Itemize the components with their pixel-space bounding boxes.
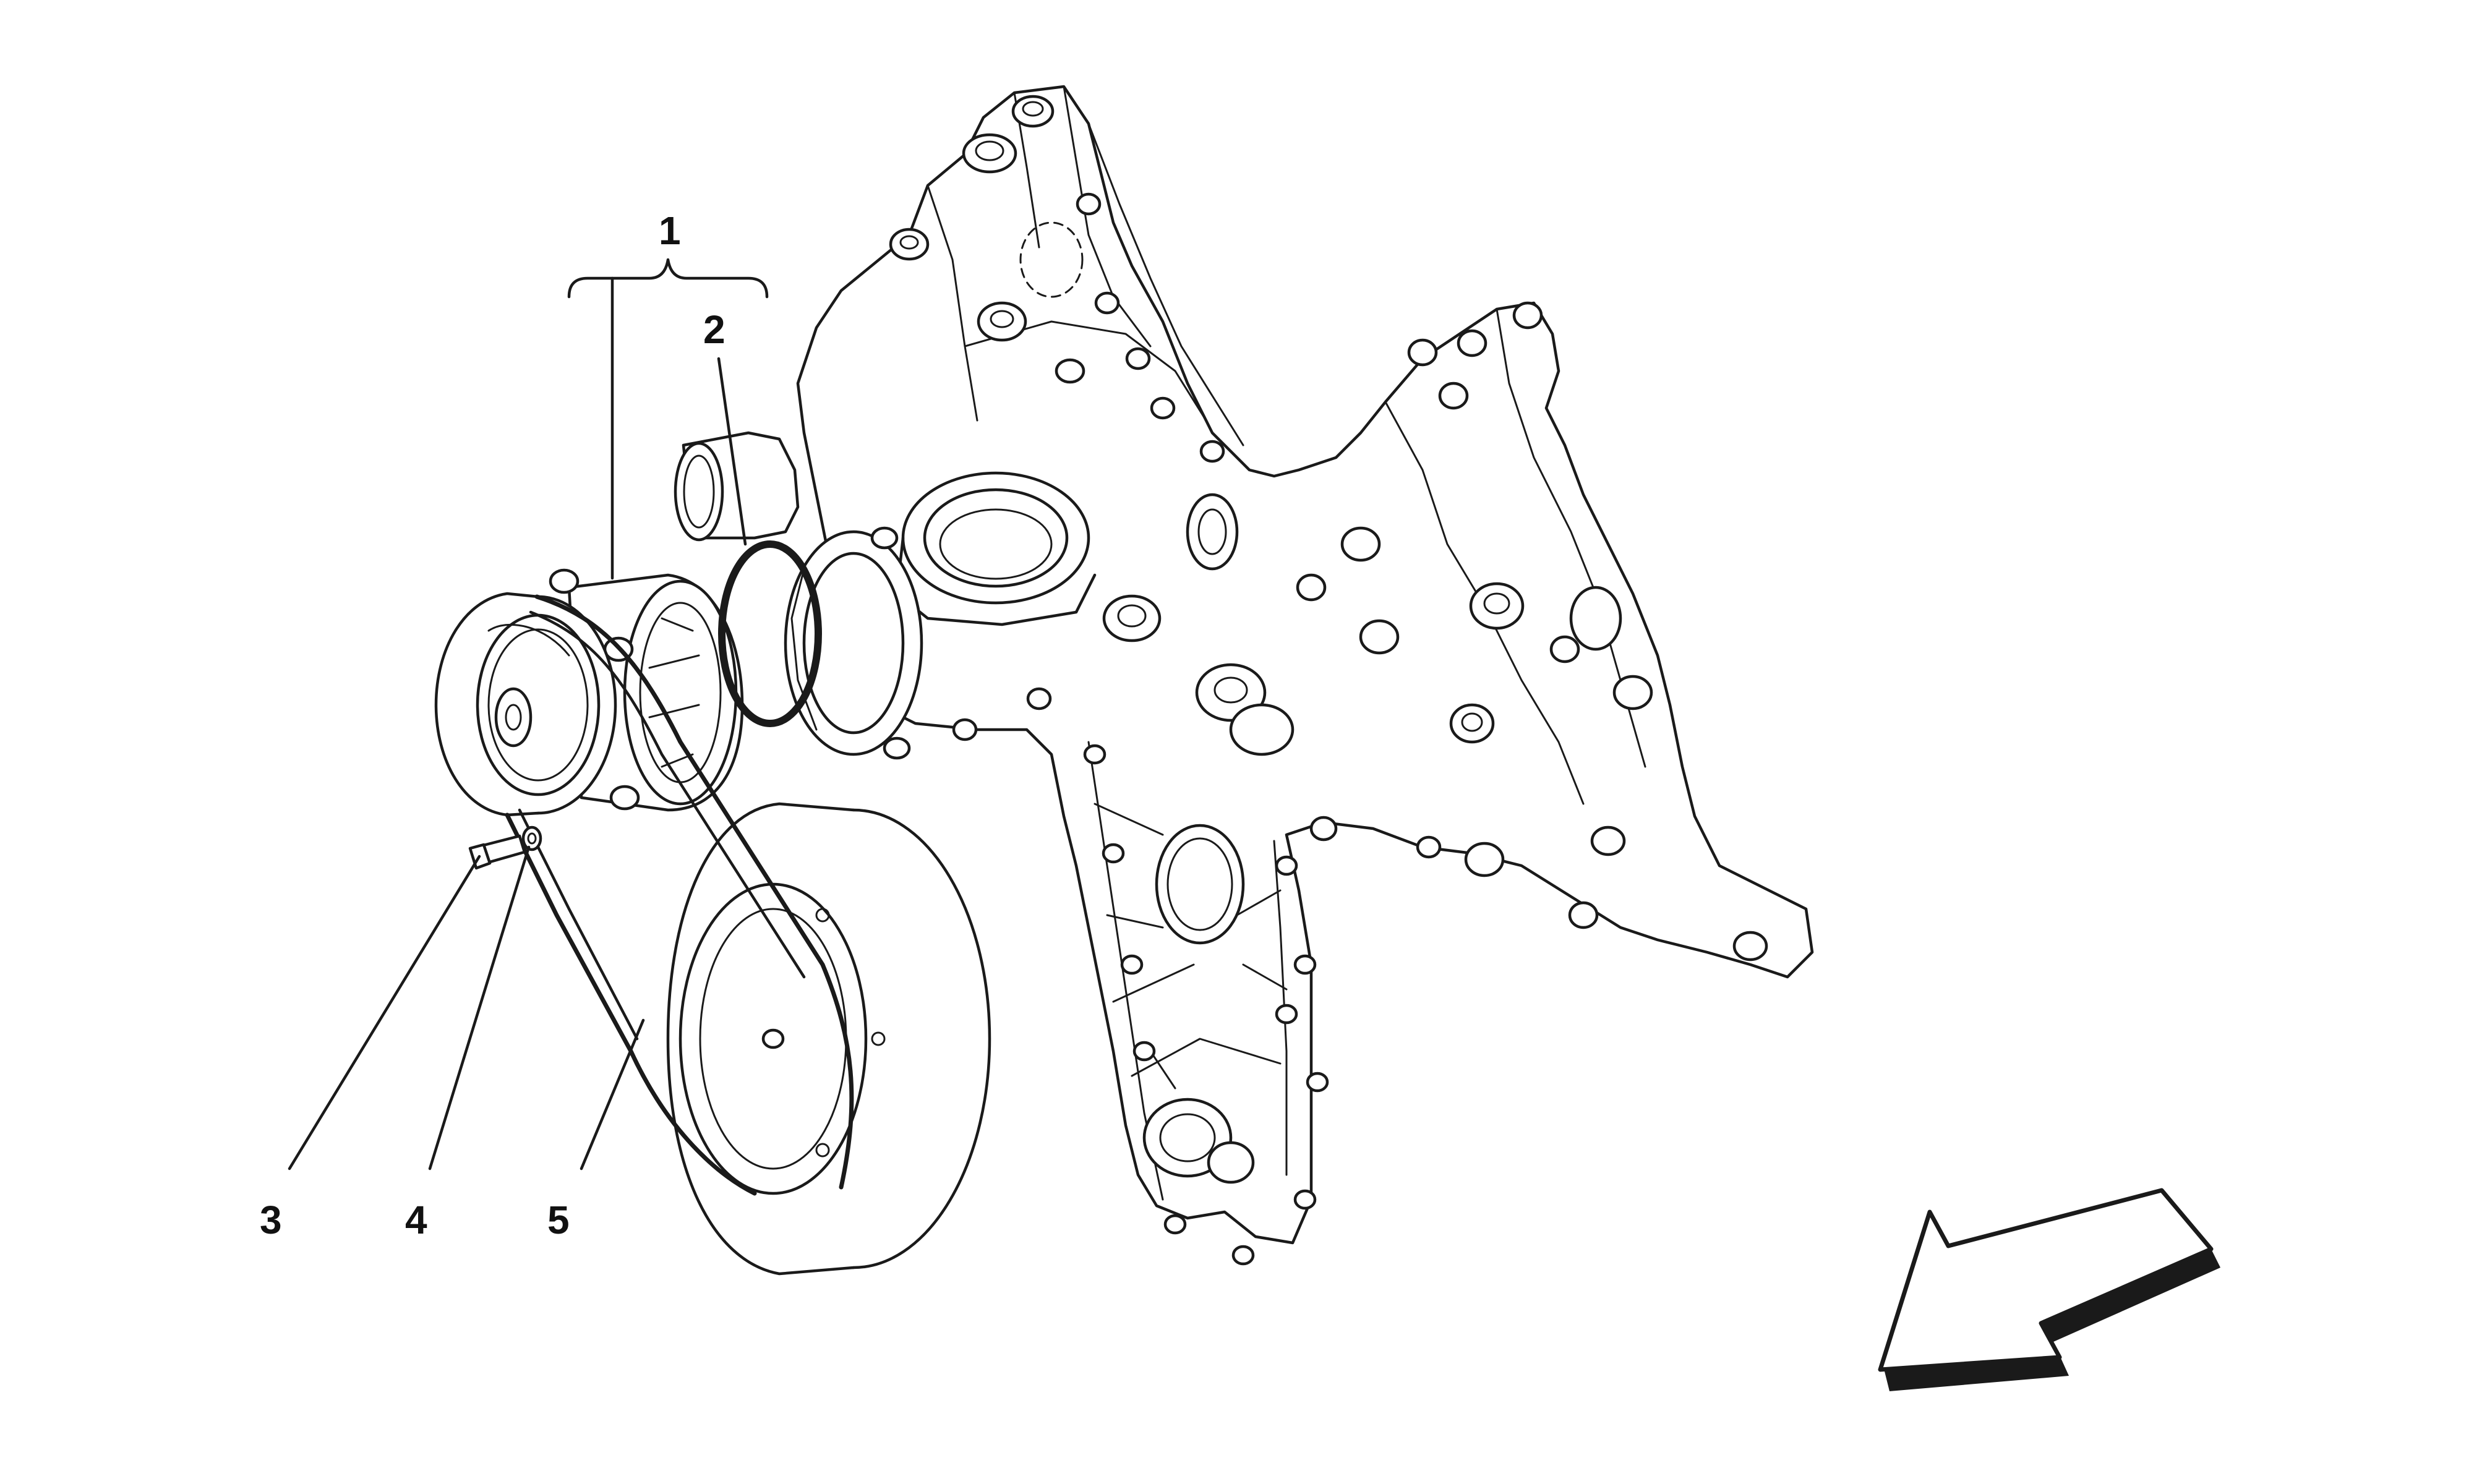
callout-leader-2 (717, 357, 747, 546)
arrow-down-left-icon (1878, 1188, 2220, 1391)
water-pump-assembly (434, 568, 744, 817)
callout-1-bracket (567, 258, 769, 580)
callout-label-2: 2 (703, 307, 726, 352)
callout-label-5: 5 (547, 1198, 570, 1242)
callout-label-1: 1 (659, 208, 681, 253)
engine-timing-cover (674, 85, 1814, 1266)
washer (521, 825, 542, 851)
o-ring-gasket (718, 540, 822, 727)
callout-leader-4 (428, 845, 531, 1171)
callout-leader-5 (580, 1018, 645, 1171)
bolt (468, 834, 526, 870)
callout-leader-3 (288, 855, 481, 1171)
callout-label-4: 4 (405, 1198, 427, 1242)
crankshaft-pulley (666, 802, 991, 1276)
callout-label-3: 3 (260, 1198, 282, 1242)
